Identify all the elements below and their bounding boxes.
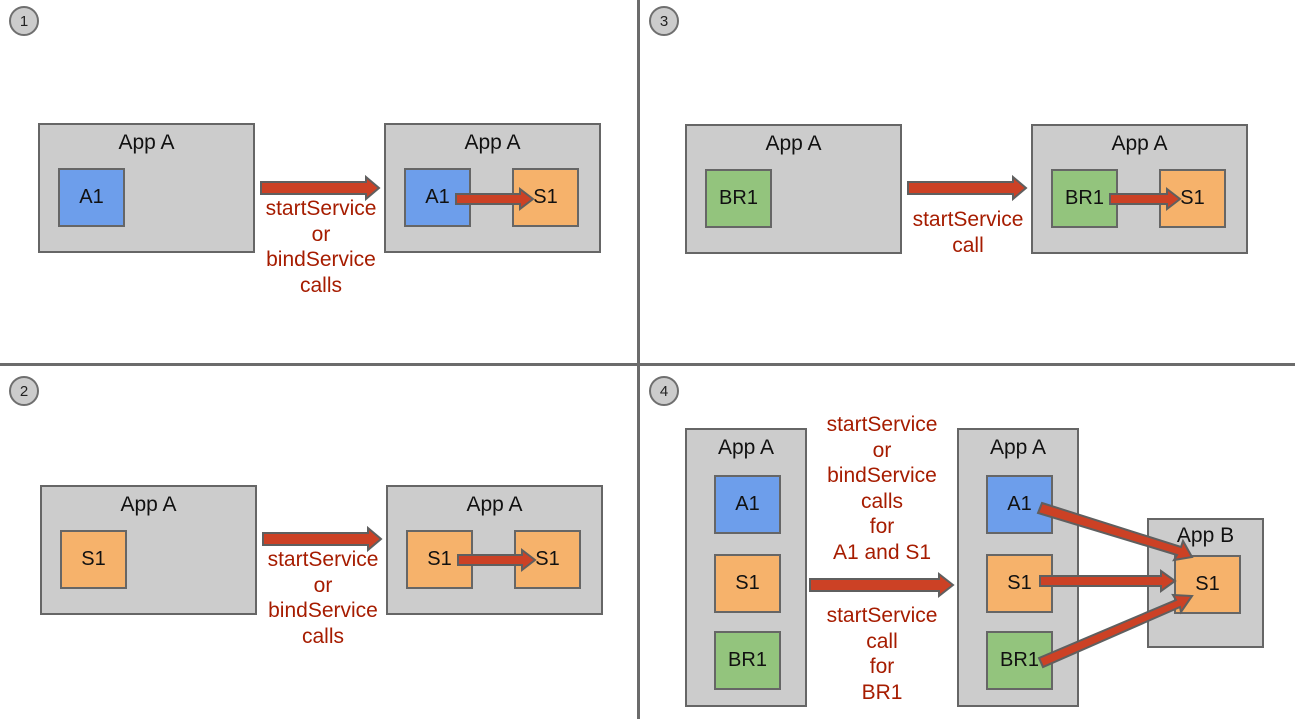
activity-a1: A1 (714, 475, 781, 534)
arrow-panel-3-br1-to-s1 (1109, 186, 1182, 212)
panel-4-after-app: App A A1 S1 BR1 (957, 428, 1079, 707)
app-title: App A (765, 132, 822, 155)
arrow-panel-4-br1-to-remote-s1 (1037, 593, 1194, 669)
panel-4-badge: 4 (649, 376, 679, 406)
app-title: App A (120, 493, 177, 516)
panel-3-badge: 3 (649, 6, 679, 36)
arrow-panel-1-call (260, 174, 381, 202)
receiver-br1: BR1 (1051, 169, 1118, 228)
app-title: App B (1176, 524, 1235, 547)
arrow-panel-4-a1-to-remote-s1 (1036, 501, 1194, 562)
horizontal-divider (0, 363, 1295, 366)
receiver-br1: BR1 (986, 631, 1053, 690)
arrow-panel-4-s1-to-remote-s1 (1039, 569, 1177, 593)
receiver-br1: BR1 (714, 631, 781, 690)
vertical-divider (637, 0, 640, 719)
app-title: App A (466, 493, 523, 516)
app-title: App A (118, 131, 175, 154)
app-title: App A (717, 436, 775, 459)
activity-a1: A1 (58, 168, 125, 227)
service-s1: S1 (60, 530, 127, 589)
arrow-panel-2-s1-to-s1 (457, 547, 537, 573)
panel-3-before-app: App A BR1 (685, 124, 902, 254)
app-title: App A (1111, 132, 1168, 155)
panel-2-badge: 2 (9, 376, 39, 406)
service-s1: S1 (714, 554, 781, 613)
arrow-panel-3-call (907, 174, 1028, 202)
arrow-panel-2-call (262, 525, 383, 553)
arrow-panel-1-a1-to-s1 (455, 186, 535, 212)
receiver-br1: BR1 (705, 169, 772, 228)
panel-2-before-app: App A S1 (40, 485, 257, 615)
panel-1-badge: 1 (9, 6, 39, 36)
panel-2-after-app: App A S1 S1 (386, 485, 603, 615)
panel-1-before-app: App A A1 (38, 123, 255, 253)
app-title: App A (989, 436, 1047, 459)
app-title: App A (464, 131, 521, 154)
arrow-panel-4-call (809, 571, 955, 599)
panel-4-before-app: App A A1 S1 BR1 (685, 428, 807, 707)
panel-1-after-app: App A A1 S1 (384, 123, 601, 253)
